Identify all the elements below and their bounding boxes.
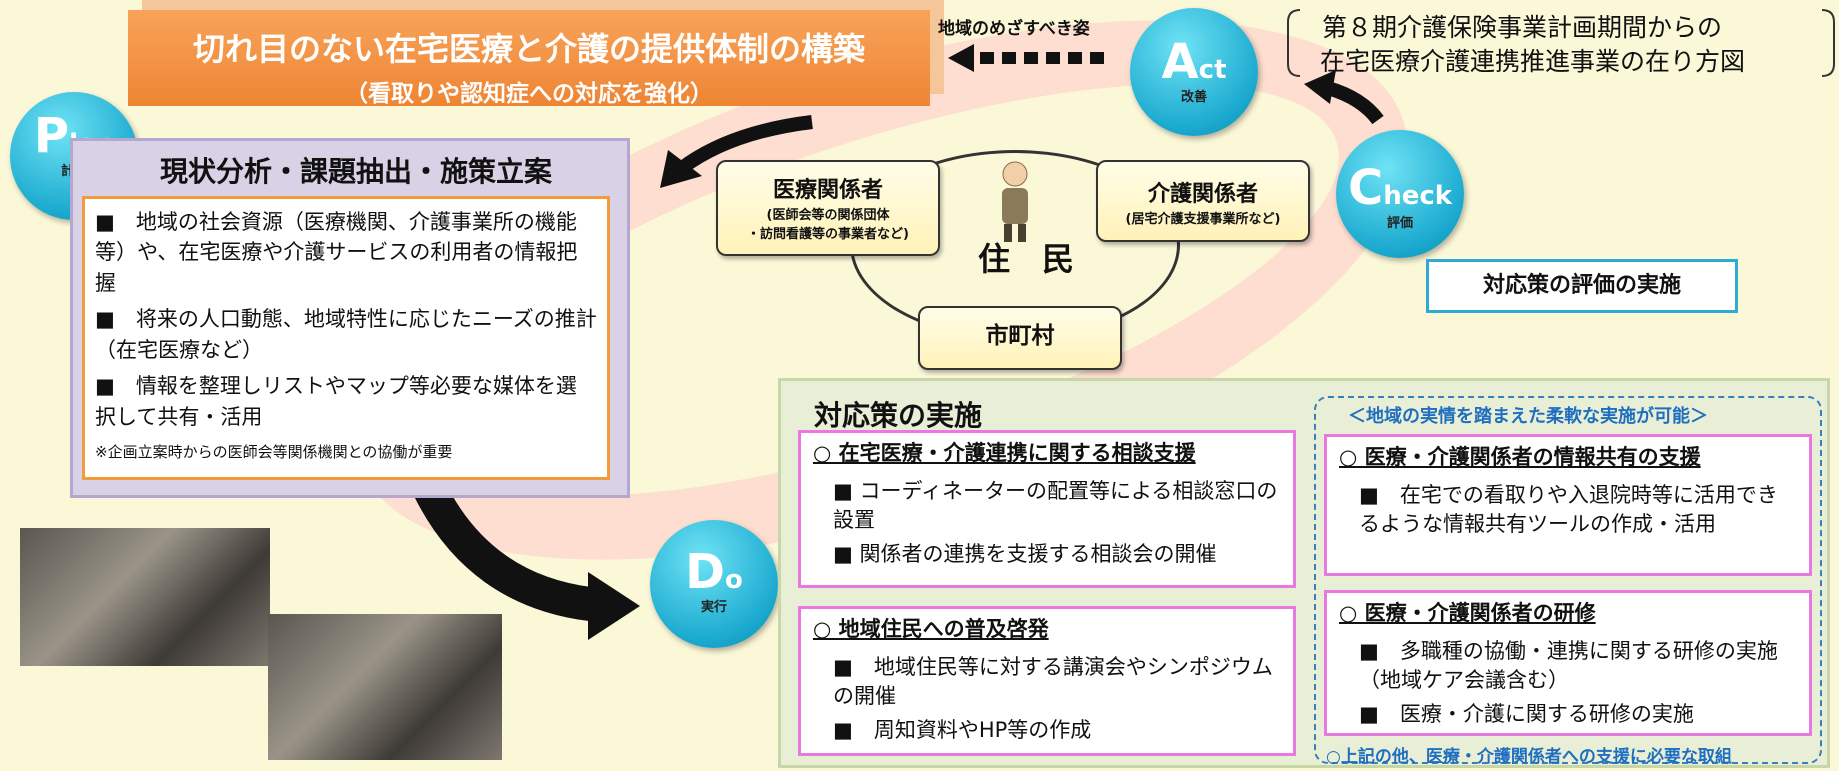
header-note-line1: 第８期介護保険事業計画期間からの — [1322, 13, 1723, 42]
medical-box: 医療関係者 (医師会等の関係団体 ・訪問看護等の事業者など) — [716, 160, 940, 256]
check-letter-rest: heck — [1383, 181, 1453, 211]
banner-title: 切れ目のない在宅医療と介護の提供体制の構築 — [192, 30, 865, 68]
box-heading: ○ 地域住民への普及啓発 — [813, 617, 1049, 641]
care-box: 介護関係者 (居宅介護支援事業所など) — [1096, 160, 1310, 242]
municipality-box: 市町村 — [918, 306, 1122, 370]
info-sharing-box: ○ 医療・介護関係者の情報共有の支援 ■ 在宅での看取りや入退院時等に活用できる… — [1324, 434, 1812, 576]
box-item: ■ 多職種の協働・連携に関する研修の実施（地域ケア会議含む） — [1359, 639, 1778, 692]
box-item: ■ 周知資料やHP等の作成 — [833, 718, 1092, 743]
act-letter-rest: ct — [1198, 55, 1227, 85]
plan-items-box: ■ 地域の社会資源（医療機関、介護事業所の機能等）や、在宅医療や介護サービスの利… — [82, 196, 610, 480]
act-goal-label: 地域のめざすべき姿 — [938, 19, 1090, 39]
box-heading: ○ 医療・介護関係者の情報共有の支援 — [1339, 445, 1701, 469]
plan-item: ■ 情報を整理しリストやマップ等必要な媒体を選択して共有・活用 — [95, 374, 577, 429]
arrow-head-icon — [588, 572, 640, 640]
plan-item: ■ 将来の人口動態、地域特性に応じたニーズの推計（在宅医療など） — [95, 307, 597, 362]
box-item: ■ 関係者の連携を支援する相談会の開催 — [833, 542, 1217, 567]
check-circle: Check 評価 — [1336, 130, 1464, 258]
medical-sub1: (医師会等の関係団体 — [766, 208, 890, 223]
care-sub: (居宅介護支援事業所など) — [1125, 212, 1281, 227]
meeting-photo — [268, 614, 502, 760]
flex-note: ＜地域の実情を踏まえた柔軟な実施が可能＞ — [1348, 406, 1708, 427]
act-letter: A — [1161, 34, 1199, 90]
check-jp: 評価 — [1386, 216, 1413, 231]
banner-subtitle: （看取りや認知症への対応を強化） — [345, 81, 713, 107]
public-awareness-box: ○ 地域住民への普及啓発 ■ 地域住民等に対する講演会やシンポジウムの開催 ■ … — [798, 606, 1296, 756]
do-letter: D — [685, 544, 725, 600]
box-item: ■ 在宅での看取りや入退院時等に活用できるような情報共有ツールの作成・活用 — [1359, 483, 1778, 536]
check-letter: C — [1347, 160, 1384, 216]
arrow-head-icon — [1304, 70, 1336, 104]
plan-item: ■ 地域の社会資源（医療機関、介護事業所の機能等）や、在宅医療や介護サービスの利… — [95, 210, 578, 295]
medical-title: 医療関係者 — [772, 178, 883, 203]
arrow-head-icon — [660, 150, 702, 188]
training-box: ○ 医療・介護関係者の研修 ■ 多職種の協働・連携に関する研修の実施（地域ケア会… — [1324, 590, 1812, 736]
act-jp: 改善 — [1180, 90, 1207, 105]
plan-note: ※企画立案時からの医師会等関係機関との協働が重要 — [95, 443, 453, 462]
consultation-support-box: ○ 在宅医療・介護連携に関する相談支援 ■ コーディネーターの配置等による相談窓… — [798, 430, 1296, 588]
header-note-line2: 在宅医療介護連携推進事業の在り方図 — [1320, 47, 1746, 76]
header-note: 第８期介護保険事業計画期間からの 在宅医療介護連携推進事業の在り方図 — [1286, 6, 1836, 78]
box-heading: ○ 医療・介護関係者の研修 — [1339, 601, 1596, 625]
box-item: ■ 医療・介護に関する研修の実施 — [1359, 702, 1694, 727]
medical-sub2: ・訪問看護等の事業者など) — [747, 227, 909, 242]
care-title: 介護関係者 — [1147, 182, 1258, 207]
box-item: ■ 地域住民等に対する講演会やシンポジウムの開催 — [833, 655, 1273, 708]
elderly-person-icon — [1002, 161, 1028, 242]
workshop-photo — [20, 528, 270, 666]
residents-label: 住 民 — [978, 240, 1075, 278]
do-circle: Do 実行 — [650, 520, 778, 648]
do-footer-note: ○上記の他、医療・介護関係者への支援に必要な取組 — [1326, 747, 1732, 767]
goal-banner: 切れ目のない在宅医療と介護の提供体制の構築 （看取りや認知症への対応を強化） — [128, 10, 930, 107]
check-label: 対応策の評価の実施 — [1426, 259, 1738, 313]
flexible-implementation-frame — [1314, 396, 1822, 764]
plan-letter: P — [33, 108, 70, 164]
do-title: 対応策の実施 — [814, 399, 983, 432]
box-heading: ○ 在宅医療・介護連携に関する相談支援 — [813, 441, 1196, 465]
dashed-arrow-icon — [948, 44, 1104, 72]
do-jp: 実行 — [700, 600, 727, 615]
box-item: ■ コーディネーターの配置等による相談窓口の設置 — [833, 479, 1278, 532]
do-letter-rest: o — [724, 565, 743, 595]
bracket-icon — [1287, 9, 1835, 77]
act-circle: Act 改善 — [1130, 8, 1258, 136]
plan-title: 現状分析・課題抽出・施策立案 — [160, 155, 553, 188]
